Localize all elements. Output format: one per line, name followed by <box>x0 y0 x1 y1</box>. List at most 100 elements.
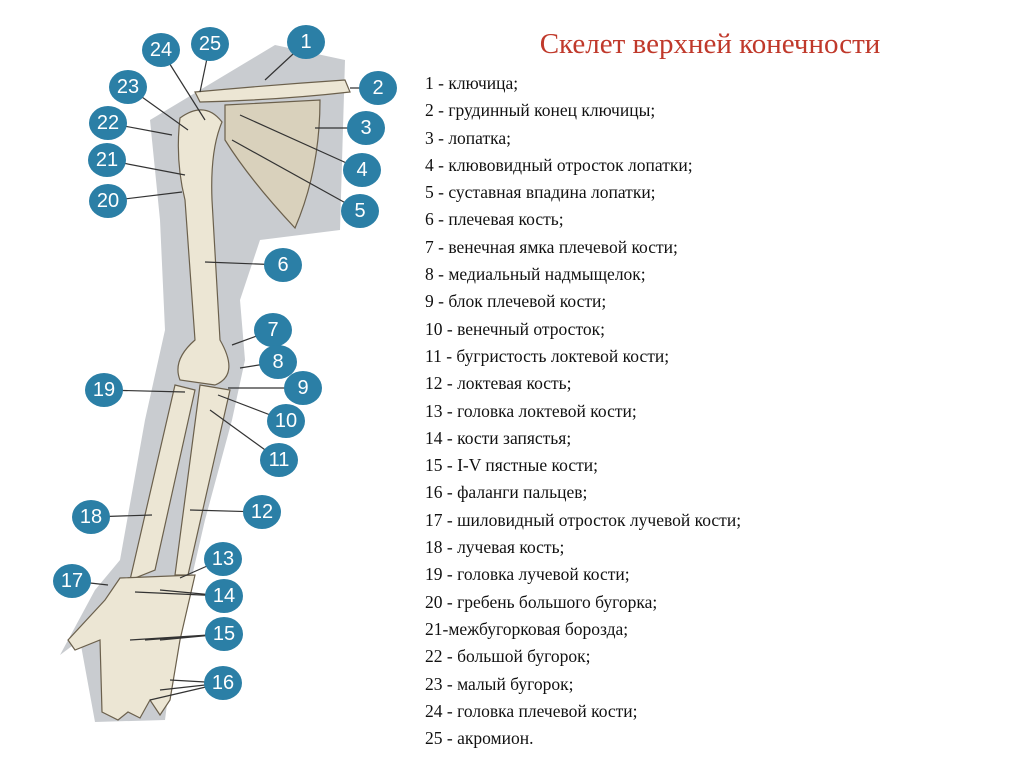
badge-2: 2 <box>359 71 397 105</box>
badge-number: 16 <box>212 672 234 694</box>
badge-number: 17 <box>61 570 83 592</box>
badge-number: 22 <box>97 112 119 134</box>
legend-item: 6 - плечевая кость; <box>425 209 564 230</box>
legend-item: 1 - ключица; <box>425 73 519 93</box>
badge-circle <box>284 371 322 405</box>
legend-list: 1 - ключица;2 - грудинный конец ключицы;… <box>425 70 741 752</box>
badge-circle <box>53 564 91 598</box>
legend-item: 23 - малый бугорок; <box>425 673 574 694</box>
badge-20: 20 <box>89 184 127 218</box>
badge-number: 2 <box>372 77 383 99</box>
badge-number: 3 <box>360 117 371 139</box>
badge-circle <box>259 345 297 379</box>
badge-number: 4 <box>356 159 367 181</box>
badge-number: 21 <box>96 149 118 171</box>
badge-circle <box>347 111 385 145</box>
badge-15: 15 <box>205 617 243 651</box>
badge-6: 6 <box>264 248 302 282</box>
legend-item: 25 - акромион. <box>425 728 534 749</box>
badge-number: 6 <box>277 254 288 276</box>
legend-item: 19 - головка лучевой кости; <box>425 564 630 585</box>
badge-number: 8 <box>272 351 283 373</box>
badge-circle <box>343 153 381 187</box>
legend-item: 20 - гребень большого бугорка; <box>425 591 658 612</box>
badge-number: 5 <box>354 200 365 222</box>
badge-number: 1 <box>300 31 311 53</box>
badge-11: 11 <box>260 443 298 477</box>
badge-8: 8 <box>259 345 297 379</box>
legend-item: 15 - I-V пястные кости; <box>425 455 598 476</box>
legend-item: 7 - венечная ямка плечевой кости; <box>425 236 678 257</box>
badge-circle <box>204 542 242 576</box>
badge-number: 25 <box>199 33 221 55</box>
badge-22: 22 <box>89 106 127 140</box>
badge-circle <box>142 33 180 67</box>
legend-item: 21-межбугорковая борозда; <box>425 618 629 639</box>
badge-number: 14 <box>213 585 235 607</box>
badge-circle <box>341 194 379 228</box>
badge-1: 1 <box>287 25 325 59</box>
badge-circle <box>243 495 281 529</box>
badge-number: 18 <box>80 506 102 528</box>
badge-25: 25 <box>191 27 229 61</box>
badge-13: 13 <box>204 542 242 576</box>
badge-number: 13 <box>212 548 234 570</box>
badge-10: 10 <box>267 404 305 438</box>
badge-number: 11 <box>269 449 290 471</box>
legend-item: 10 - венечный отросток; <box>425 318 605 339</box>
clavicle <box>194 79 351 103</box>
badge-circle <box>264 248 302 282</box>
legend-item: 13 - головка локтевой кости; <box>425 400 637 421</box>
legend-item: 17 - шиловидный отросток лучевой кости; <box>425 509 742 530</box>
badge-number: 24 <box>150 39 172 61</box>
badge-circle <box>88 143 126 177</box>
badge-circle <box>72 500 110 534</box>
legend-item: 4 - клювовидный отросток лопатки; <box>425 154 693 175</box>
legend-item: 24 - головка плечевой кости; <box>425 700 638 721</box>
badge-circle <box>205 579 243 613</box>
badge-18: 18 <box>72 500 110 534</box>
badge-number: 12 <box>251 501 273 523</box>
badge-16: 16 <box>204 666 242 700</box>
page-title: Скелет верхней конечности <box>539 28 881 60</box>
badge-number: 23 <box>117 76 139 98</box>
badge-circle <box>205 617 243 651</box>
humerus <box>177 109 230 386</box>
badge-number: 9 <box>297 377 308 399</box>
badge-21: 21 <box>88 143 126 177</box>
badge-number: 15 <box>213 623 235 645</box>
badge-circle <box>359 71 397 105</box>
leader-line <box>231 139 361 212</box>
badge-circle <box>287 25 325 59</box>
badge-12: 12 <box>243 495 281 529</box>
badge-number: 19 <box>93 379 115 401</box>
scapula <box>224 99 321 230</box>
legend-item: 14 - кости запястья; <box>425 427 572 448</box>
badge-circle <box>204 666 242 700</box>
badge-19: 19 <box>85 373 123 407</box>
legend-item: 9 - блок плечевой кости; <box>425 291 607 312</box>
legend-item: 22 - большой бугорок; <box>425 646 591 667</box>
legend-item: 18 - лучевая кость; <box>425 537 565 558</box>
badge-number: 7 <box>267 319 278 341</box>
badge-4: 4 <box>343 153 381 187</box>
hand <box>67 574 196 721</box>
legend-item: 5 - суставная впадина лопатки; <box>425 182 656 203</box>
badge-7: 7 <box>254 313 292 347</box>
legend-item: 3 - лопатка; <box>425 127 512 148</box>
badge-17: 17 <box>53 564 91 598</box>
badge-circle <box>109 70 147 104</box>
badge-number: 20 <box>97 190 119 212</box>
badge-3: 3 <box>347 111 385 145</box>
badge-circle <box>254 313 292 347</box>
badge-23: 23 <box>109 70 147 104</box>
badge-circle <box>267 404 305 438</box>
badge-circle <box>260 443 298 477</box>
badge-number: 10 <box>275 410 297 432</box>
badge-circle <box>85 373 123 407</box>
badge-5: 5 <box>341 194 379 228</box>
legend-item: 16 - фаланги пальцев; <box>425 482 588 503</box>
badge-circle <box>89 106 127 140</box>
